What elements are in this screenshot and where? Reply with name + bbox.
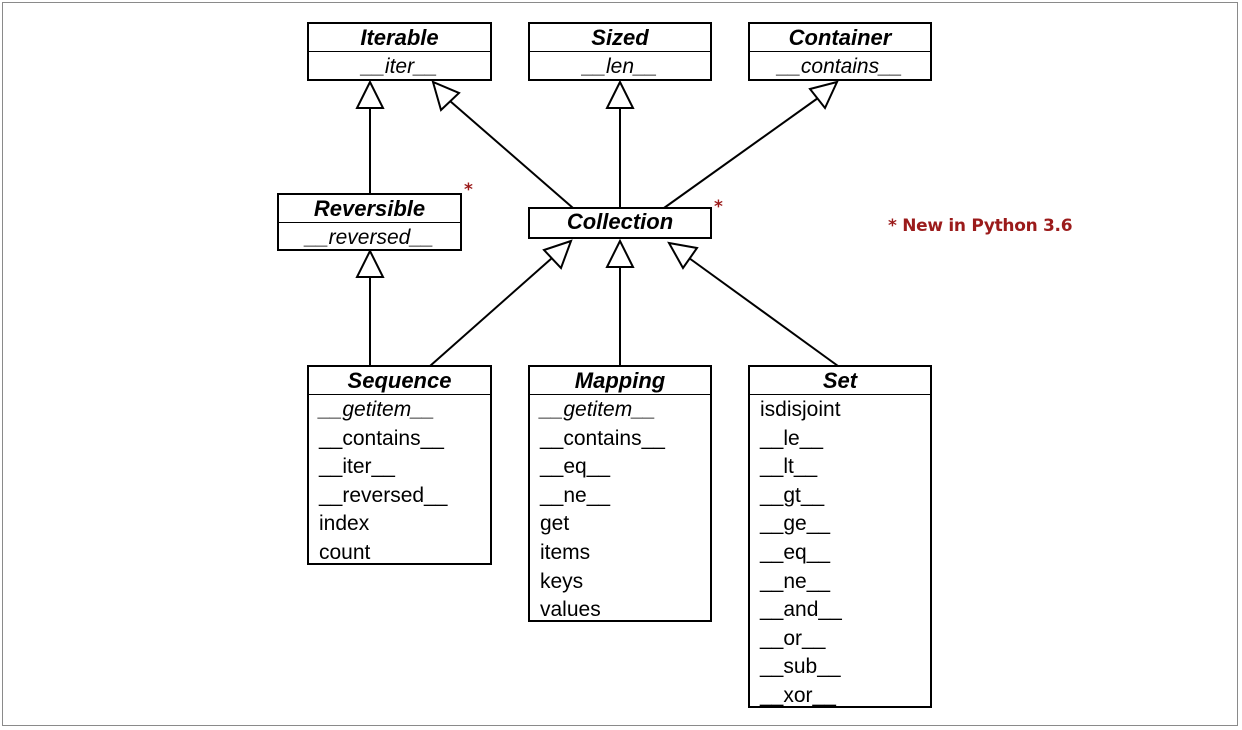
method-item: index [319, 512, 370, 536]
arrowhead-collection-middle [605, 238, 635, 268]
method-item: __reversed__ [319, 483, 448, 507]
method-item: items [540, 540, 591, 564]
class-sized-title: Sized [530, 24, 710, 52]
method-reversed: __reversed__ [305, 226, 434, 249]
arrowhead-container [808, 80, 839, 110]
method-item: values [540, 598, 601, 622]
method-iter: __iter__ [361, 55, 438, 78]
method-item: __ne__ [760, 569, 831, 593]
set-methods: isdisjoint __le__ __lt__ __gt__ __ge__ _… [750, 395, 930, 711]
class-iterable: Iterable __iter__ [307, 22, 492, 81]
method-item: __ge__ [760, 512, 831, 536]
class-sequence-title: Sequence [309, 367, 490, 395]
method-item: __and__ [760, 598, 842, 622]
method-item: __contains__ [540, 426, 665, 450]
class-set: Set isdisjoint __le__ __lt__ __gt__ __ge… [748, 365, 932, 708]
method-item: __getitem__ [540, 398, 656, 421]
new-star-collection: * [714, 197, 723, 217]
method-item: __contains__ [319, 426, 444, 450]
method-item: __ne__ [540, 483, 611, 507]
method-item: __gt__ [760, 483, 825, 507]
class-sized: Sized __len__ [528, 22, 712, 81]
method-item: get [540, 512, 570, 536]
class-collection: Collection [528, 207, 712, 239]
method-item: isdisjoint [760, 398, 841, 421]
method-item: __eq__ [540, 455, 611, 479]
class-mapping: Mapping __getitem__ __contains__ __eq__ … [528, 365, 712, 622]
method-item: __lt__ [760, 455, 818, 479]
class-mapping-title: Mapping [530, 367, 710, 395]
method-item: __sub__ [760, 655, 841, 679]
class-iterable-title: Iterable [309, 24, 490, 52]
method-item: count [319, 540, 371, 564]
method-contains: __contains__ [777, 55, 903, 78]
method-item: __le__ [760, 426, 824, 450]
method-item: __eq__ [760, 540, 831, 564]
arrow-collection-to-iterable [449, 100, 574, 209]
arrowhead-reversible [355, 248, 385, 278]
arrowhead-collection-left [542, 239, 573, 270]
arrow-collection-to-container [663, 97, 819, 209]
sequence-methods: __getitem__ __contains__ __iter__ __reve… [309, 395, 490, 568]
class-set-title: Set [750, 367, 930, 395]
class-reversible-title: Reversible [279, 195, 460, 223]
arrow-sequence-to-collection [429, 257, 553, 367]
method-item: keys [540, 569, 584, 593]
class-sequence: Sequence __getitem__ __contains__ __iter… [307, 365, 492, 565]
class-container: Container __contains__ [748, 22, 932, 81]
mapping-methods: __getitem__ __contains__ __eq__ __ne__ g… [530, 395, 710, 625]
new-in-python-note: * New in Python 3.6 [888, 216, 1073, 236]
arrowhead-iterable-right [431, 80, 461, 112]
method-item: __or__ [760, 626, 826, 650]
method-item: __xor__ [760, 683, 836, 707]
arrow-set-to-collection [688, 257, 839, 367]
method-item: __iter__ [319, 455, 395, 479]
arrowhead-sized [605, 79, 635, 109]
method-item: __getitem__ [319, 398, 435, 421]
class-collection-title: Collection [566, 209, 674, 234]
method-len: __len__ [582, 55, 658, 78]
new-star-reversible: * [464, 180, 473, 200]
class-container-title: Container [750, 24, 930, 52]
arrowhead-iterable-left [355, 79, 385, 109]
class-reversible: Reversible __reversed__ [277, 193, 462, 251]
arrowhead-collection-right [667, 241, 699, 270]
